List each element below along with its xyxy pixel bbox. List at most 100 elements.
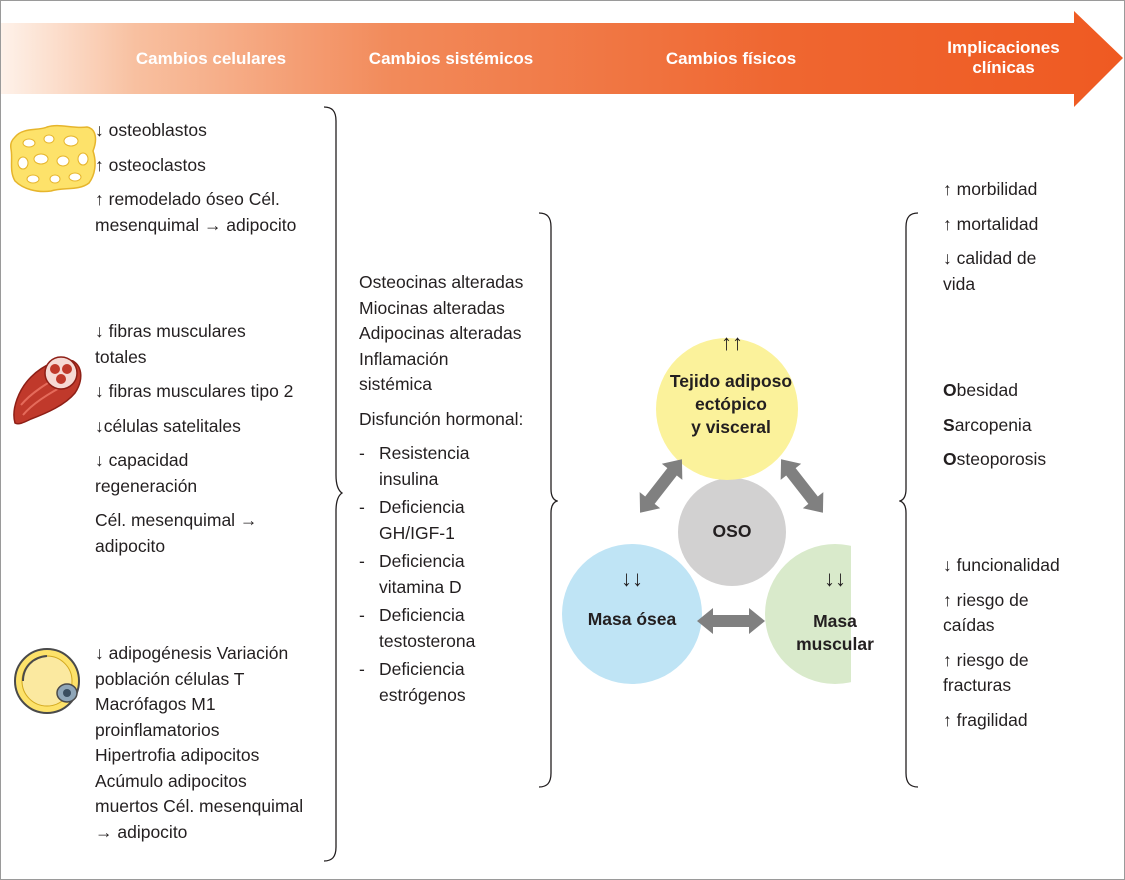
- hormonal-item: - Deficiencia testosterona: [359, 603, 539, 654]
- header-cellular: Cambios celulares: [135, 49, 287, 68]
- bone-change-4: mesenquimal → adipocito: [95, 214, 297, 235]
- muscle-circle: [765, 544, 851, 684]
- oso-acronym: Obesidad Sarcopenia Osteoporosis: [943, 378, 1113, 473]
- muscle-change-1: ↓ fibras musculares: [95, 321, 246, 341]
- brace-systemic: [538, 212, 558, 788]
- header-clinical-line2: clínicas: [972, 58, 1035, 77]
- adipose-change-6: Acúmulo adipocitos: [95, 770, 247, 791]
- clinical-6: ↑ riesgo de: [943, 649, 1029, 670]
- bone-change-3: ↑ remodelado óseo Cél.: [95, 189, 280, 209]
- adipose-change-5: Hipertrofia adipocitos: [95, 745, 260, 765]
- hormonal-title: Disfunción hormonal:: [359, 408, 524, 429]
- bone-tissue-icon: [10, 124, 97, 193]
- muscle-label: Masa muscular: [770, 610, 900, 656]
- oso-initial-o2: O: [943, 449, 957, 469]
- muscle-change-2: ↓ fibras musculares tipo 2: [95, 381, 294, 401]
- bone-label: Masa ósea: [587, 609, 677, 629]
- oso-osteoporosis: Osteoporosis: [943, 447, 1113, 473]
- brace-physical: [899, 212, 919, 788]
- dash: -: [359, 551, 365, 571]
- dash: -: [359, 443, 365, 463]
- adipose-change-4: proinflamatorios: [95, 719, 220, 740]
- adipose-change-2: población células T: [95, 668, 245, 689]
- clinical-group-2: ↓ funcionalidad ↑ riesgo de caídas ↑ rie…: [943, 553, 1113, 733]
- bone-change-2: ↑ osteoclastos: [95, 154, 206, 175]
- muscle-label-2: muscular: [796, 634, 874, 654]
- systemic-2: Miocinas alteradas: [359, 297, 505, 318]
- hormonal-3a: Deficiencia: [379, 551, 465, 571]
- hormonal-item: - Deficiencia GH/IGF-1: [359, 495, 539, 546]
- clinical-6b: fracturas: [943, 675, 1012, 695]
- header-clinical: Implicaciones clínicas: [916, 38, 1091, 78]
- oso-initial-s: S: [943, 414, 955, 435]
- muscle-change-4b: regeneración: [95, 475, 198, 496]
- adipose-circle: [656, 338, 798, 480]
- adipose-arrows: ↑↑: [721, 330, 743, 355]
- header-clinical-line1: Implicaciones: [947, 38, 1060, 57]
- muscle-change-5b: adipocito: [95, 535, 166, 556]
- oso-sarcopenia: Sarcopenia: [943, 413, 1113, 439]
- hormonal-4a: Deficiencia: [379, 605, 465, 625]
- header-physical: Cambios físicos: [665, 49, 797, 68]
- muscle-change-5: Cél. mesenquimal →: [95, 510, 258, 530]
- muscle-arrows: ↓↓: [824, 566, 846, 591]
- oso-rest-3: steoporosis: [956, 449, 1047, 469]
- adipose-label-2: ectópico: [695, 394, 767, 414]
- muscle-cellular-changes: ↓ fibras musculares totales ↓ fibras mus…: [95, 319, 335, 559]
- header-systemic: Cambios sistémicos: [368, 49, 534, 68]
- bone-arrows: ↓↓: [621, 566, 643, 591]
- clinical-3: ↓ calidad de: [943, 248, 1037, 268]
- muscle-label-1: Masa: [813, 611, 857, 631]
- hormonal-5a: Deficiencia: [379, 659, 465, 679]
- hormonal-item: - Deficiencia vitamina D: [359, 549, 539, 600]
- clinical-2: ↑ mortalidad: [943, 213, 1039, 234]
- hormonal-4b: testosterona: [379, 630, 476, 651]
- muscle-change-3: ↓células satelitales: [95, 415, 241, 436]
- hormonal-5b: estrógenos: [379, 684, 466, 705]
- systemic-5: sistémica: [359, 374, 432, 394]
- systemic-3: Adipocinas alteradas: [359, 323, 522, 343]
- dash: -: [359, 605, 365, 625]
- arrow-bone-muscle: [697, 608, 765, 634]
- adipose-change-3: Macrófagos M1: [95, 694, 216, 714]
- hormonal-3b: vitamina D: [379, 576, 462, 597]
- adipose-change-7: muertos Cél. mesenquimal: [95, 796, 304, 816]
- center-label: OSO: [712, 521, 752, 541]
- systemic-1: Osteocinas alteradas: [359, 272, 524, 292]
- bone-change-1: ↓ osteoblastos: [95, 120, 207, 140]
- adipose-change-8: → adipocito: [95, 821, 188, 842]
- oso-rest-1: besidad: [956, 380, 1018, 400]
- brace-cellular: [323, 106, 343, 862]
- clinical-7: ↑ fragilidad: [943, 709, 1028, 730]
- hormonal-item: - Resistencia insulina: [359, 441, 539, 492]
- clinical-5b: caídas: [943, 615, 995, 635]
- adipose-cellular-changes: ↓ adipogénesis Variación población célul…: [95, 641, 335, 845]
- hormonal-list: - Resistencia insulina - Deficiencia GH/…: [359, 441, 539, 708]
- adipose-label-3: y visceral: [691, 417, 771, 437]
- hormonal-1b: insulina: [379, 468, 439, 489]
- adipose-label: Tejido adiposo ectópico y visceral: [656, 370, 806, 439]
- hormonal-2b: GH/IGF-1: [379, 522, 455, 543]
- clinical-1: ↑ morbilidad: [943, 179, 1038, 199]
- hormonal-1a: Resistencia: [379, 443, 470, 463]
- adipose-label-1: Tejido adiposo: [669, 371, 793, 391]
- oso-initial-o: O: [943, 380, 957, 400]
- systemic-4: Inflamación: [359, 348, 449, 369]
- clinical-3b: vida: [943, 273, 976, 294]
- clinical-5: ↑ riesgo de: [943, 589, 1029, 610]
- dash: -: [359, 659, 365, 679]
- adipocyte-icon: [14, 648, 80, 714]
- adipose-change-1: ↓ adipogénesis Variación: [95, 643, 289, 663]
- hormonal-2a: Deficiencia: [379, 497, 465, 517]
- dash: -: [359, 497, 365, 517]
- muscle-change-1b: totales: [95, 346, 147, 367]
- bone-cellular-changes: ↓ osteoblastos ↑ osteoclastos ↑ remodela…: [95, 118, 335, 238]
- bone-circle: [562, 544, 702, 684]
- clinical-4: ↓ funcionalidad: [943, 555, 1060, 575]
- muscle-icon: [13, 356, 82, 425]
- header-banner-arrow: [1, 11, 1123, 107]
- clinical-group-1: ↑ morbilidad ↑ mortalidad ↓ calidad de v…: [943, 177, 1113, 297]
- muscle-change-4: ↓ capacidad: [95, 450, 189, 470]
- hormonal-item: - Deficiencia estrógenos: [359, 657, 539, 708]
